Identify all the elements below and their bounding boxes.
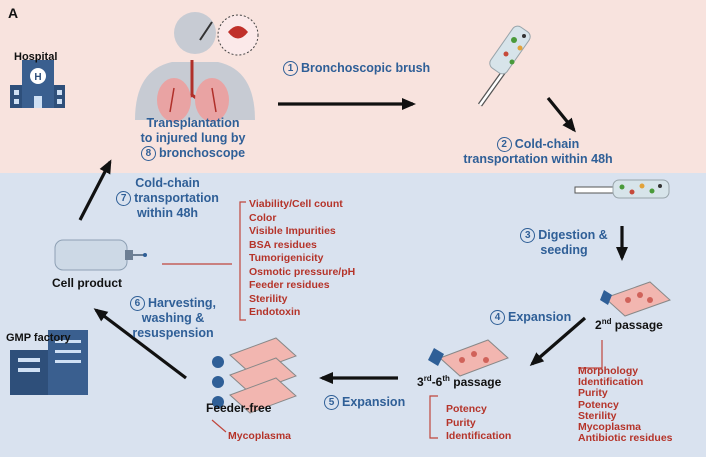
test-item: Potency [446,403,487,415]
test-item: Morphology [578,365,639,377]
third-sixth-passage-flask-icon [428,339,509,377]
factory-section-bg [0,173,706,457]
test-item: Osmotic pressure/pH [249,265,356,278]
cell-product-tests: Viability/Cell count Color Visible Impur… [249,198,355,320]
arrow-2 [546,96,576,133]
third-sixth-passage-label: 3rd-6th passage [417,374,502,389]
third-sixth-tests: Potency Purity Identification [446,403,511,444]
cell-product-label: Cell product [52,276,123,290]
step-8-number: 8 [140,146,156,162]
svg-text:H: H [34,72,41,83]
test-item: Purity [578,387,608,400]
test-item: Potency [578,398,619,411]
patient-lungs-illustration [135,12,259,122]
hospital-section-bg [0,0,706,173]
hospital-icon: H [10,60,65,108]
test-item: Mycoplasma [228,430,292,442]
test-item: Color [249,211,277,224]
step-7-number: 7 [116,191,132,207]
test-item: BSA residues [249,238,317,251]
arrow-6 [93,308,187,380]
test-item: Feeder residues [249,279,330,291]
test-item: Sterility [249,292,288,305]
bronchoscopic-brush-icon [477,25,531,107]
test-item: Antibiotic residues [578,432,673,445]
hospital-label: Hospital [14,51,58,63]
step-5-number: 5 [324,395,339,411]
test-item: Mycoplasma [578,421,642,434]
panel-label: A [8,5,19,21]
feeder-free-tests: Mycoplasma [228,430,291,442]
gmp-factory-icon [10,330,88,395]
test-item: Identification [446,430,512,442]
second-passage-tests: Morphology Identification Purity Potency… [578,365,673,445]
test-item: Endotoxin [249,306,301,318]
test-item: Sterility [578,409,617,422]
cell-product-bag-icon [54,239,147,271]
test-item: Visible Impurities [249,225,336,237]
step-6-number: 6 [129,296,145,312]
second-passage-label: 2nd passage [595,317,663,332]
step-2-number: 2 [496,137,512,153]
step-1-number: 1 [283,61,298,77]
test-item: Tumorigenicity [249,252,324,264]
step-4-number: 4 [490,310,505,326]
arrow-7 [78,159,112,221]
flow-arrows [78,96,628,384]
arrow-4 [529,316,587,366]
second-passage-flask-icon [600,281,671,317]
test-item: Viability/Cell count [249,198,343,210]
step-3-number: 3 [520,228,536,244]
brush-tube-icon [574,179,670,199]
gmp-factory-label: GMP factory [6,332,71,344]
test-connector-lines [162,201,603,439]
test-item: Identification [578,376,644,389]
feeder-free-stacked-flasks-icon [212,337,297,414]
test-item: Purity [446,416,476,429]
feeder-free-label: Feeder-free [206,401,272,415]
